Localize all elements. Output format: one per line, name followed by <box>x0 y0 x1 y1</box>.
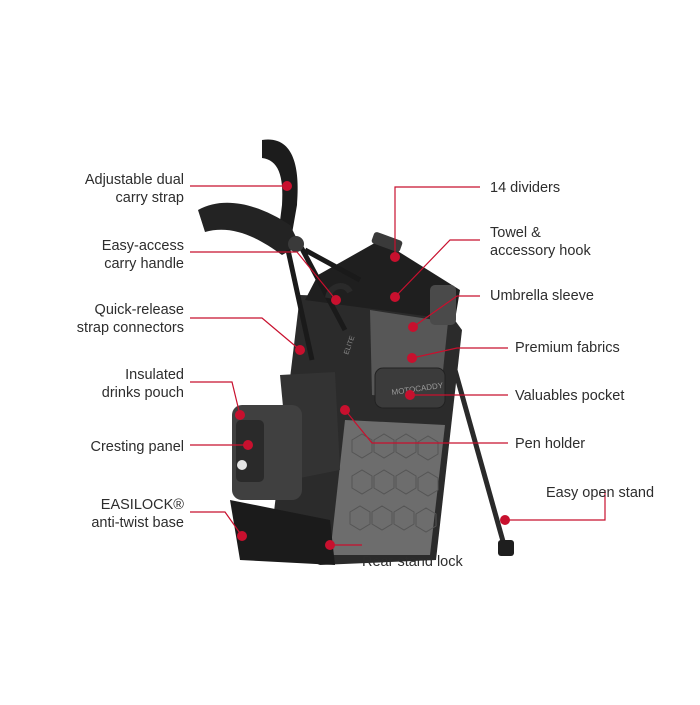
label-drinks-pouch: Insulated drinks pouch <box>101 367 184 401</box>
stand-foot <box>498 540 514 556</box>
marker-umbrella-sleeve <box>408 322 418 332</box>
logo-badge <box>237 460 247 470</box>
label-pen-holder: Pen holder <box>515 436 586 452</box>
leader-easilock <box>190 511 243 537</box>
leader-strap-connectors <box>190 317 301 351</box>
marker-carry-handle <box>331 295 341 305</box>
carry-strap-lower <box>198 202 300 255</box>
leader-open-stand <box>505 490 606 521</box>
marker-towel-hook <box>390 292 400 302</box>
leader-premium-fabrics <box>411 347 508 359</box>
label-cresting-panel: Cresting panel <box>90 439 185 455</box>
leader-dividers <box>394 186 480 257</box>
valuables-pocket <box>374 367 446 409</box>
bag-base <box>230 500 335 565</box>
umbrella-sleeve <box>430 285 456 325</box>
label-valuables-pocket: Valuables pocket <box>515 388 625 404</box>
marker-strap-connectors <box>295 345 305 355</box>
leader-drinks-pouch <box>190 381 241 416</box>
label-rear-stand-lock: Rear stand lock <box>362 554 463 570</box>
marker-cresting-panel <box>243 440 253 450</box>
label-dividers: 14 dividers <box>490 180 561 196</box>
stand-leg-right <box>445 344 509 553</box>
leader-umbrella-sleeve <box>412 295 480 328</box>
bag-top-cuff <box>305 240 460 320</box>
label-umbrella-sleeve: Umbrella sleeve <box>490 288 594 304</box>
marker-drinks-pouch <box>235 410 245 420</box>
leader-pen-holder <box>344 409 508 444</box>
carry-strap-upper <box>262 139 298 245</box>
marker-easilock <box>237 531 247 541</box>
leader-carry-handle <box>190 251 337 301</box>
strap-webbing <box>285 243 362 361</box>
leader-towel-hook <box>394 239 480 298</box>
label-strap-connectors: Quick-release strap connectors <box>76 302 184 336</box>
marker-pen-holder <box>340 405 350 415</box>
label-premium-fabrics: Premium fabrics <box>515 340 620 356</box>
marker-open-stand <box>500 515 510 525</box>
strap-logo <box>288 236 304 252</box>
label-adjustable-strap: Adjustable dual carry strap <box>84 172 184 206</box>
marker-adjustable-strap <box>282 181 292 191</box>
marker-rear-stand-lock <box>325 540 335 550</box>
label-open-stand: Easy open stand <box>546 485 655 501</box>
marker-dividers <box>390 252 400 262</box>
carry-handle-shape <box>325 283 353 299</box>
label-easilock-base: EASILOCK® anti-twist base <box>91 497 184 531</box>
hex-pattern <box>349 433 439 533</box>
label-towel-hook: Towel & accessory hook <box>490 225 591 259</box>
label-carry-handle: Easy-access carry handle <box>101 238 184 272</box>
marker-valuables-pocket <box>405 390 415 400</box>
marker-premium-fabrics <box>407 353 417 363</box>
